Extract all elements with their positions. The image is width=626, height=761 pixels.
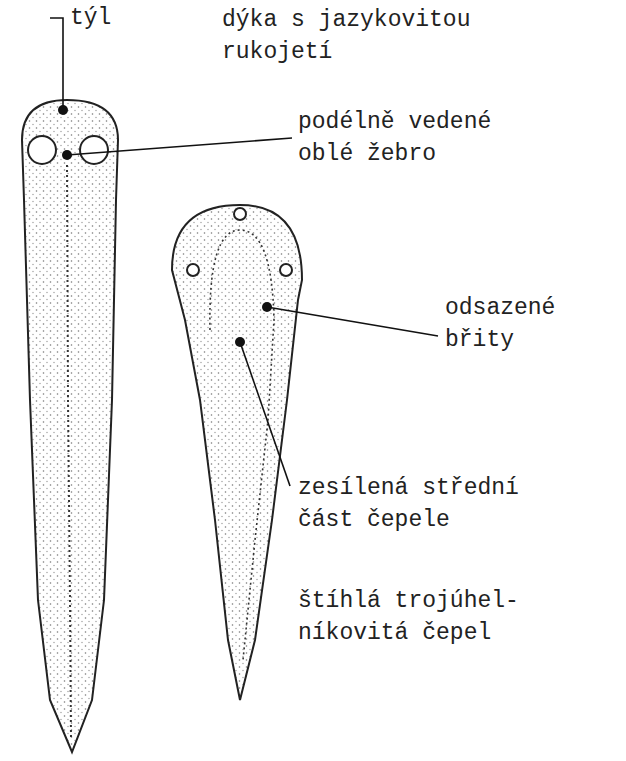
- dagger-outline: [22, 100, 118, 752]
- hilt-outline: [210, 230, 274, 660]
- rivet-hole: [80, 136, 108, 164]
- rivet-hole: [28, 136, 56, 164]
- dagger-outline: [172, 205, 302, 700]
- part-label: odsazené břity: [445, 292, 617, 356]
- part-label: štíhlá trojúhel- níkovitá čepel: [298, 585, 556, 649]
- leader-lines: [50, 18, 438, 486]
- title-label: dýka s jazykovitou rukojetí: [222, 4, 512, 68]
- rivet-hole: [187, 264, 199, 276]
- rivet-hole: [234, 208, 246, 220]
- midrib: [67, 165, 71, 740]
- part-label: zesílená střední část čepele: [298, 472, 566, 536]
- leader-dots: [58, 105, 272, 347]
- part-label: týl: [70, 2, 190, 34]
- rivet-hole: [280, 264, 292, 276]
- part-label: podélně vedené oblé žebro: [298, 106, 538, 170]
